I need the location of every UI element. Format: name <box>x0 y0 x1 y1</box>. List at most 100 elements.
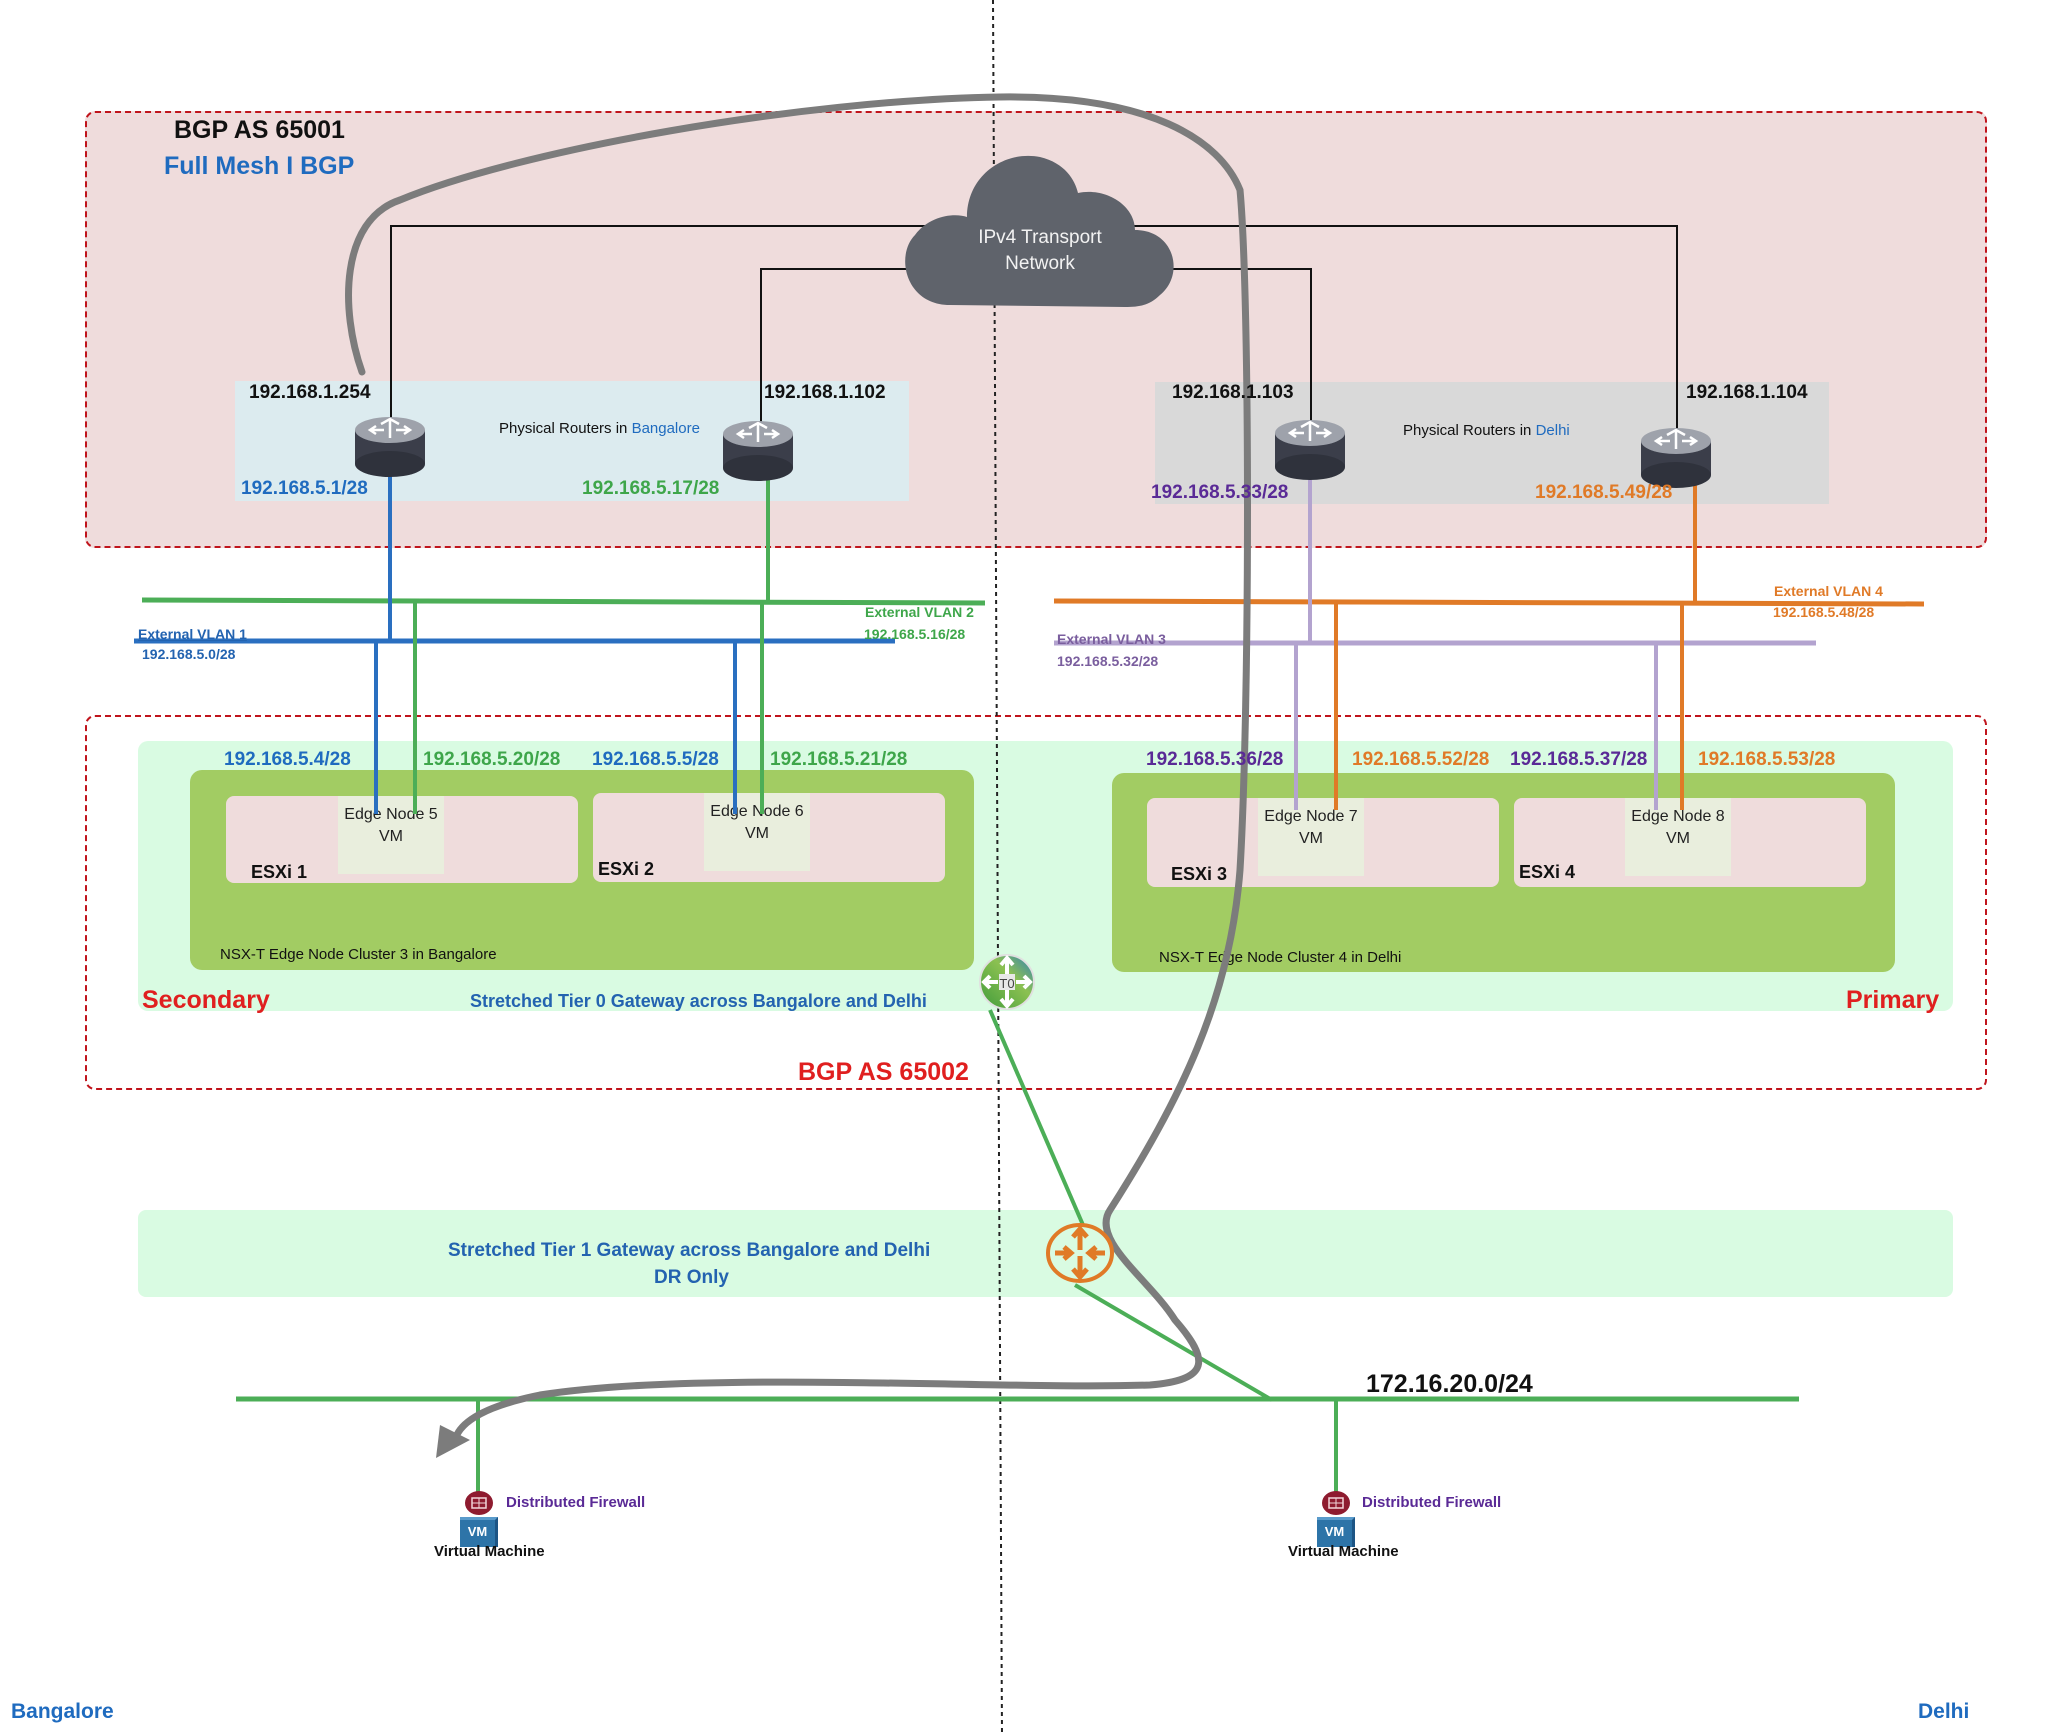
vlan2-subnet: 192.168.5.16/28 <box>864 626 966 642</box>
router-icon <box>723 421 793 481</box>
esxi-host-2: Edge Node 6 VM ESXi 2 <box>593 793 945 882</box>
en5-vlan2-ip: 192.168.5.20/28 <box>423 749 561 770</box>
caption-site: Bangalore <box>631 420 700 437</box>
esxi-host-1: Edge Node 5 VM ESXi 1 <box>226 796 578 883</box>
cloud-label-line2: Network <box>1005 253 1075 274</box>
esxi-host-3: Edge Node 7 VM ESXi 3 <box>1147 798 1499 887</box>
vlan1-name: External VLAN 1 <box>138 626 247 642</box>
edge-node-8-label: Edge Node 8 <box>1631 808 1725 825</box>
distributed-firewall-2-label: Distributed Firewall <box>1362 1494 1502 1511</box>
tier0-gateway-icon: T0 <box>979 954 1035 1010</box>
vm-2-icon[interactable]: VM <box>1317 1517 1355 1547</box>
tier1-gateway-band <box>138 1210 1953 1297</box>
distributed-firewall-2[interactable] <box>1321 1490 1351 1516</box>
router-3[interactable] <box>1274 419 1346 481</box>
edge-node-6-type: VM <box>745 825 769 842</box>
edge-node-5-vm[interactable]: Edge Node 5 VM <box>338 796 444 874</box>
router-2-uplink-ip: 192.168.5.17/28 <box>582 478 720 499</box>
traffic-flow-arrowhead <box>436 1425 470 1458</box>
vm-1-badge: VM <box>467 1524 488 1539</box>
esxi-1-label: ESXi 1 <box>251 862 308 882</box>
vm-2-badge: VM <box>1324 1524 1345 1539</box>
tier1-dr-only-label: DR Only <box>654 1267 729 1288</box>
caption-prefix: Physical Routers in <box>1403 422 1536 439</box>
en7-vlan4-ip: 192.168.5.52/28 <box>1352 749 1490 770</box>
router-1[interactable] <box>354 416 426 478</box>
en8-vlan3-ip: 192.168.5.37/28 <box>1510 749 1648 770</box>
delhi-routers-caption: Physical Routers in Delhi <box>1403 422 1570 439</box>
esxi-2-label: ESXi 2 <box>598 859 655 879</box>
esxi-3-label: ESXi 3 <box>1171 864 1228 884</box>
bgp-as-65002-label: BGP AS 65002 <box>798 1058 969 1086</box>
secondary-label: Secondary <box>142 986 270 1014</box>
vlan2-name: External VLAN 2 <box>865 604 974 620</box>
vlan3-name: External VLAN 3 <box>1057 631 1166 647</box>
router-1-uplink-ip: 192.168.5.1/28 <box>241 478 368 499</box>
vlan3-subnet: 192.168.5.32/28 <box>1057 653 1159 669</box>
cloud-icon <box>905 155 1174 307</box>
router-2-mgmt-ip: 192.168.1.102 <box>764 382 886 403</box>
distributed-firewall-1-label: Distributed Firewall <box>506 1494 646 1511</box>
tier1-gateway-icon <box>1046 1223 1114 1283</box>
router-3-mgmt-ip: 192.168.1.103 <box>1172 382 1294 403</box>
edge-node-7-label: Edge Node 7 <box>1264 808 1358 825</box>
en8-vlan4-ip: 192.168.5.53/28 <box>1698 749 1836 770</box>
tier1-gateway[interactable] <box>1045 1222 1115 1284</box>
site-bangalore-label: Bangalore <box>11 1700 114 1723</box>
router-icon <box>1275 420 1345 480</box>
link-router1-cloud <box>390 225 1000 435</box>
tier0-gateway[interactable]: T0 <box>978 953 1036 1011</box>
bangalore-routers-panel <box>235 381 909 501</box>
t1-segment-link <box>1073 1283 1274 1402</box>
en6-vlan2-ip: 192.168.5.21/28 <box>770 749 908 770</box>
vm-2-label: Virtual Machine <box>1288 1543 1399 1560</box>
router-4-uplink-ip: 192.168.5.49/28 <box>1535 482 1673 503</box>
vlan1-subnet: 192.168.5.0/28 <box>142 646 236 662</box>
traffic-flow-path <box>345 93 1251 1444</box>
delhi-routers-panel <box>1155 382 1829 504</box>
vlan4-bus <box>1053 598 1925 607</box>
vlan2-bus <box>141 597 986 606</box>
distributed-firewall-1[interactable] <box>464 1490 494 1516</box>
firewall-icon <box>465 1491 493 1515</box>
router-icon <box>355 417 425 477</box>
edge-node-8-vm[interactable]: Edge Node 8 VM <box>1625 798 1731 876</box>
ipv4-transport-cloud[interactable]: IPv4 Transport Network <box>895 145 1180 310</box>
edge-node-5-type: VM <box>379 828 403 845</box>
vm-1-label: Virtual Machine <box>434 1543 545 1560</box>
edge-cluster-3: Edge Node 5 VM ESXi 1 Edge Node 6 VM ESX… <box>190 770 974 970</box>
en7-vlan3-ip: 192.168.5.36/28 <box>1146 749 1284 770</box>
primary-label: Primary <box>1846 986 1940 1014</box>
router-3-uplink-ip: 192.168.5.33/28 <box>1151 482 1289 503</box>
edge-node-7-type: VM <box>1299 830 1323 847</box>
esxi-4-label: ESXi 4 <box>1519 862 1576 882</box>
tier0-label: Stretched Tier 0 Gateway across Bangalor… <box>470 991 927 1011</box>
vlan4-subnet: 192.168.5.48/28 <box>1773 604 1875 620</box>
bangalore-routers-caption: Physical Routers in Bangalore <box>499 420 700 437</box>
tier1-label: Stretched Tier 1 Gateway across Bangalor… <box>448 1240 931 1261</box>
vm-1-icon[interactable]: VM <box>460 1517 498 1547</box>
firewall-icon <box>1322 1491 1350 1515</box>
t0-t1-link <box>988 1009 1085 1226</box>
caption-site: Delhi <box>1535 422 1570 439</box>
cluster-3-label: NSX-T Edge Node Cluster 3 in Bangalore <box>220 946 497 963</box>
en6-vlan1-ip: 192.168.5.5/28 <box>592 749 719 770</box>
segment-subnet-label: 172.16.20.0/24 <box>1366 1370 1533 1398</box>
router-1-mgmt-ip: 192.168.1.254 <box>249 382 371 403</box>
bgp-as-65001-label: BGP AS 65001 <box>174 116 345 144</box>
router-4-mgmt-ip: 192.168.1.104 <box>1686 382 1808 403</box>
router-2[interactable] <box>722 420 794 482</box>
full-mesh-ibgp-label: Full Mesh I BGP <box>164 152 355 180</box>
edge-node-6-vm[interactable]: Edge Node 6 VM <box>704 793 810 871</box>
esxi-host-4: Edge Node 8 VM ESXi 4 <box>1514 798 1866 887</box>
edge-node-7-vm[interactable]: Edge Node 7 VM <box>1258 798 1364 876</box>
caption-prefix: Physical Routers in <box>499 420 632 437</box>
cluster-4-label: NSX-T Edge Node Cluster 4 in Delhi <box>1159 949 1402 966</box>
router-icon <box>1641 428 1711 488</box>
edge-node-8-type: VM <box>1666 830 1690 847</box>
en5-vlan1-ip: 192.168.5.4/28 <box>224 749 351 770</box>
tier0-icon-glyph: T0 <box>999 976 1014 991</box>
site-delhi-label: Delhi <box>1918 1700 1970 1723</box>
router-4[interactable] <box>1640 427 1712 489</box>
